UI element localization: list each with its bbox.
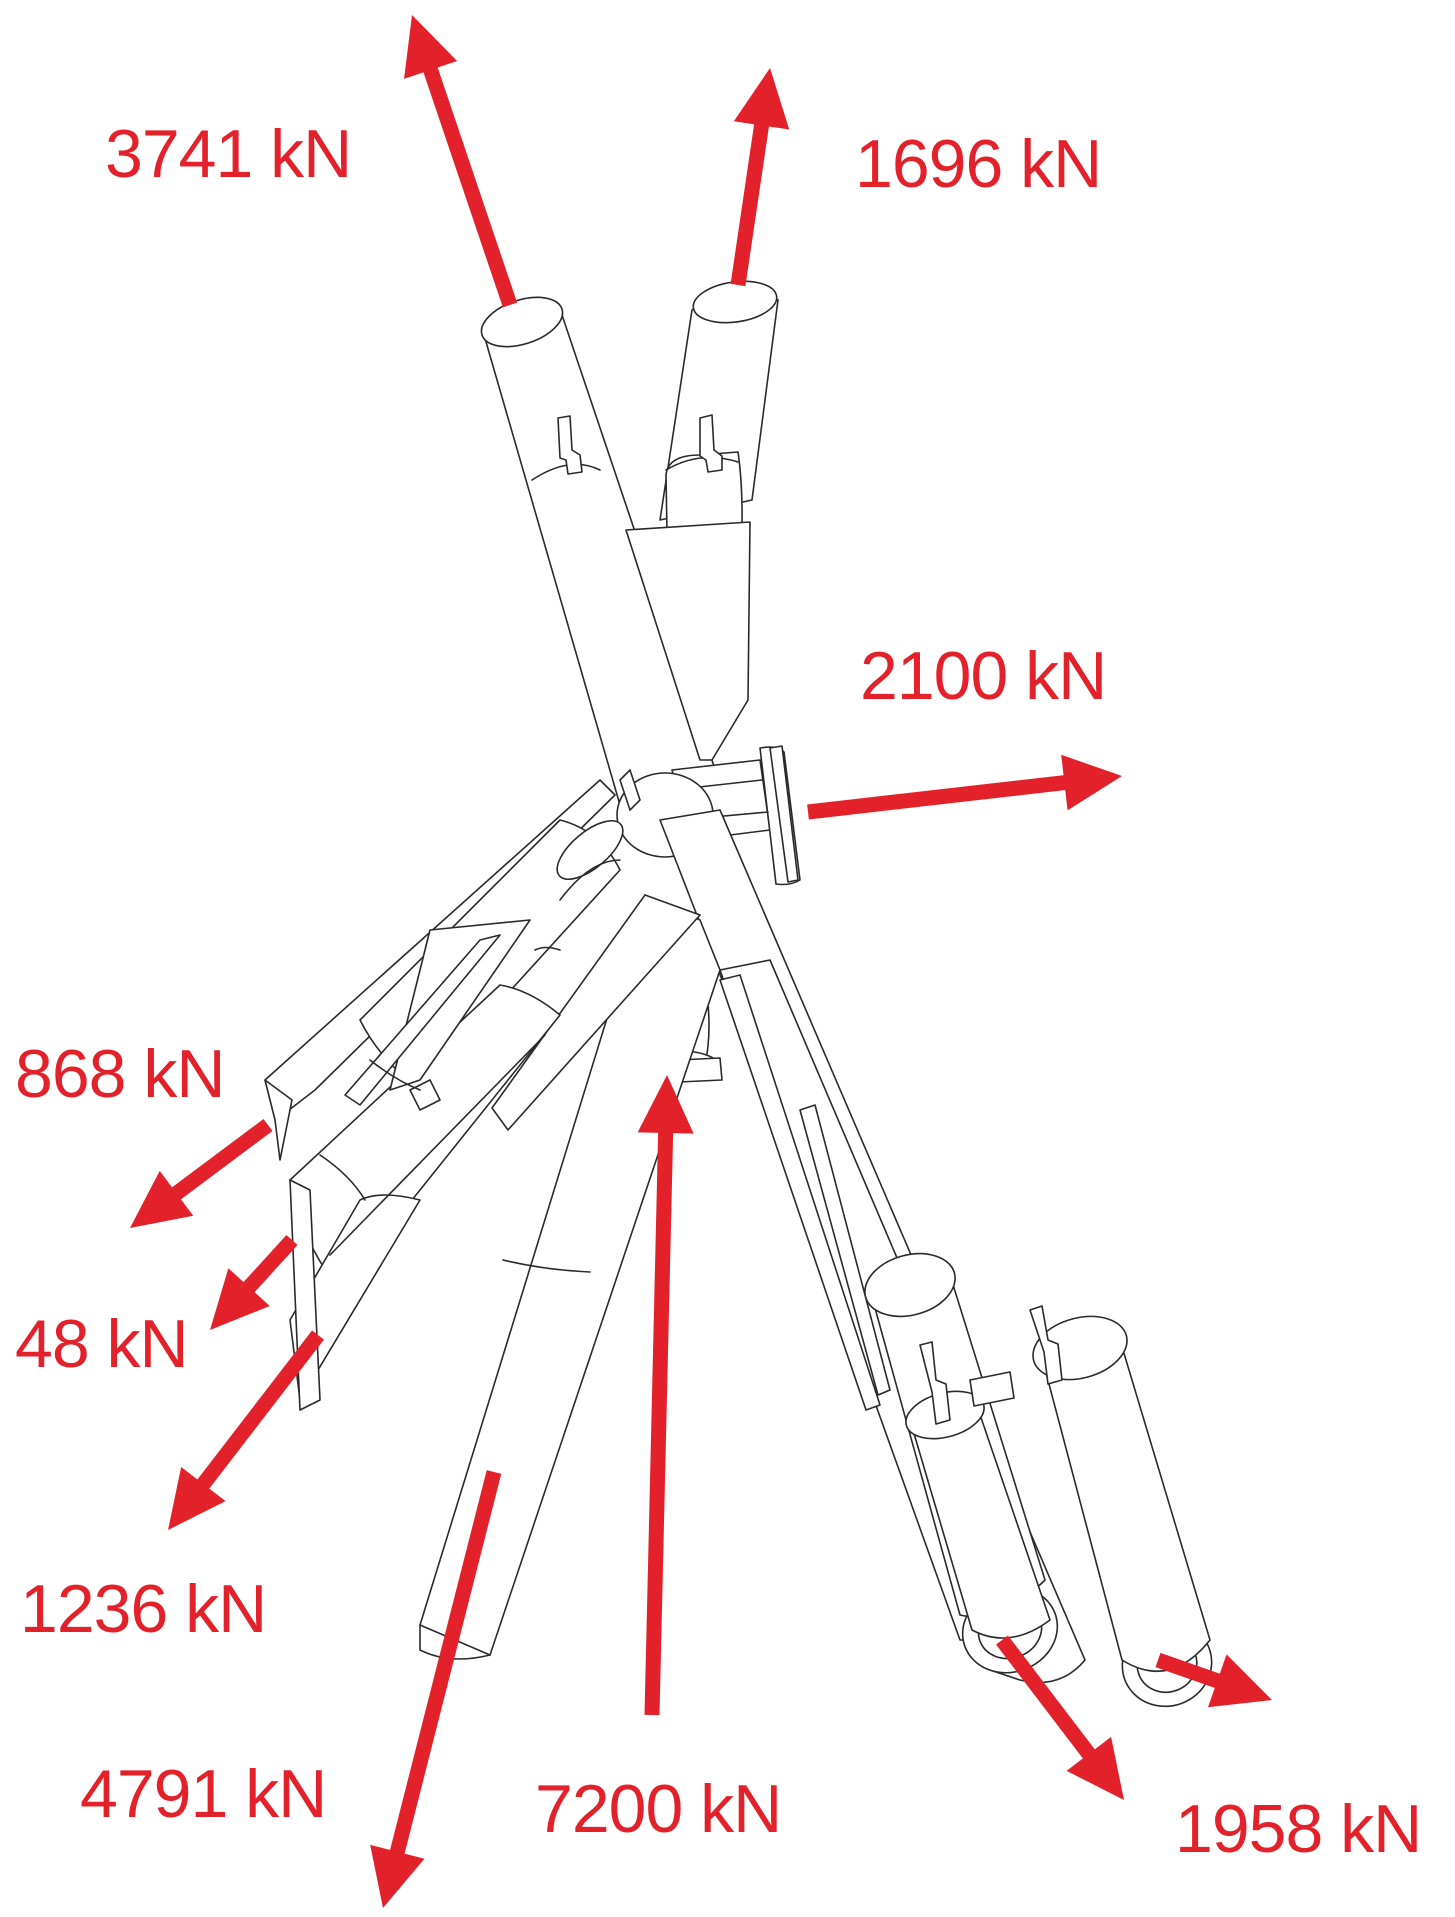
member-upper-right (625, 280, 779, 761)
member-lower-left-cluster (264, 779, 624, 1411)
force-arrow-f6 (168, 1330, 324, 1530)
force-label-f2: 1696 kN (855, 126, 1102, 202)
force-arrow-f1-shaft (422, 63, 518, 308)
member-lower-right-b (719, 959, 1059, 1674)
force-arrow-f4-head (130, 1170, 194, 1228)
force-arrow-f8-shaft (644, 1128, 674, 1716)
force-arrow-f8-head (637, 1075, 694, 1134)
force-arrow-f4-shaft (168, 1118, 273, 1202)
force-arrow-f1-head (404, 15, 458, 79)
force-label-f9: 1958 kN (1175, 1791, 1422, 1867)
force-label-f3: 2100 kN (860, 638, 1107, 714)
force-arrow-f9b (1155, 1652, 1272, 1708)
member-upper-left (480, 296, 723, 806)
force-arrow-f3-shaft (807, 774, 1070, 820)
force-arrow-f4 (130, 1118, 273, 1228)
force-label-f8: 7200 kN (535, 1771, 782, 1847)
force-arrow-f3 (807, 754, 1122, 820)
force-arrow-f7-shaft (389, 1470, 502, 1858)
force-arrow-f5 (210, 1234, 298, 1330)
member-lower-left-long (419, 894, 721, 1660)
force-arrow-f2-head (733, 68, 790, 130)
force-arrow-f6-shaft (194, 1330, 324, 1492)
force-arrow-f2 (730, 68, 790, 287)
force-arrow-f9b-head (1208, 1654, 1272, 1708)
force-arrow-f9b-shaft (1155, 1652, 1224, 1690)
force-label-f7: 4791 kN (80, 1756, 327, 1832)
force-arrow-f6-head (168, 1466, 226, 1530)
force-arrow-f7 (370, 1470, 502, 1908)
force-label-f4: 868 kN (15, 1036, 225, 1112)
force-arrow-f9a-shaft (996, 1635, 1098, 1762)
force-label-f1: 3741 kN (105, 116, 352, 192)
force-arrow-f5-shaft (240, 1234, 298, 1296)
force-arrow-f7-head (370, 1844, 425, 1908)
force-arrow-f9a (996, 1635, 1124, 1800)
force-arrow-f5-head (210, 1268, 270, 1330)
force-label-f6: 1236 kN (20, 1571, 267, 1647)
force-arrow-f3-head (1061, 754, 1122, 811)
force-label-f5: 48 kN (15, 1306, 189, 1382)
force-arrow-f8 (637, 1075, 694, 1716)
force-arrow-f9a-head (1066, 1736, 1124, 1800)
force-arrows (130, 15, 1272, 1908)
force-arrow-f2-shaft (730, 120, 770, 287)
force-arrow-f1 (404, 15, 518, 308)
